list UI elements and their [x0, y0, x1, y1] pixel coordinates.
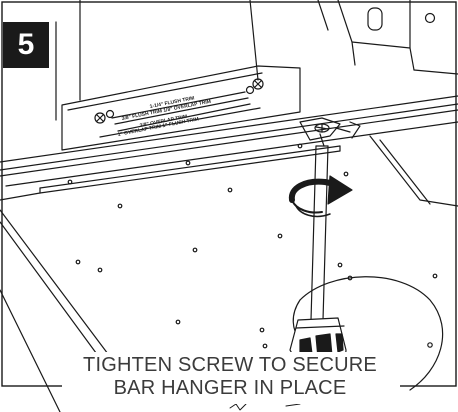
trim-bracket-plate — [61, 65, 301, 151]
instruction-caption: TIGHTEN SCREW TO SECURE BAR HANGER IN PL… — [40, 354, 420, 400]
junction-box — [317, 0, 458, 75]
bracket-trim-labels: 1-1/4" FLUSH TRIM 3/8" FLUSH TRIM 1/8" O… — [117, 95, 211, 138]
screwdriver-icon — [289, 133, 347, 367]
caption-backdrop — [62, 352, 400, 404]
bar-hanger-rail — [0, 95, 458, 201]
hanger-clamp — [299, 117, 361, 141]
ceiling-panel — [0, 135, 458, 412]
instruction-line-2: BAR HANGER IN PLACE — [113, 377, 347, 399]
bracket-screw-right — [245, 78, 264, 95]
rotation-arrow-icon — [288, 175, 353, 218]
step-number-badge: 5 — [3, 22, 49, 68]
bracket-screw-left — [94, 109, 115, 124]
screw-icon — [314, 123, 330, 133]
figure-frame — [1, 1, 457, 387]
instruction-line-1: TIGHTEN SCREW TO SECURE — [83, 354, 377, 376]
